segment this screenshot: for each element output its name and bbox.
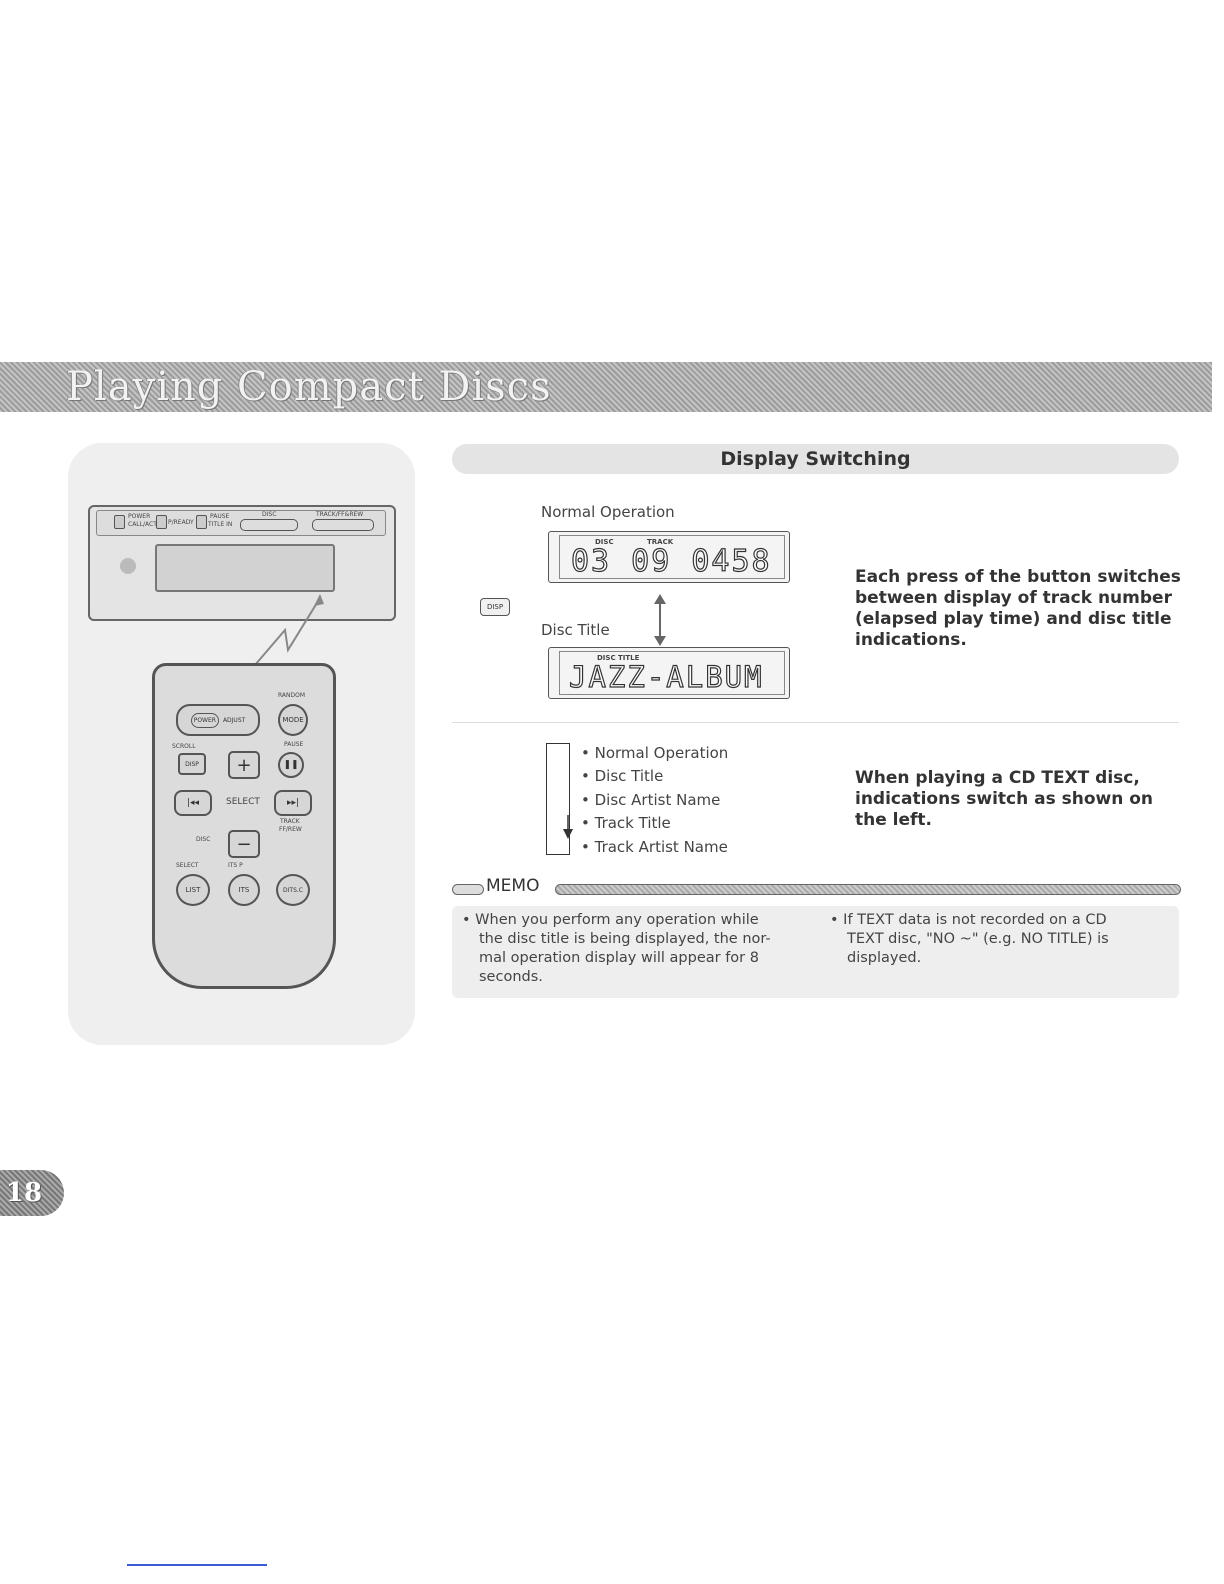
prev-track-button: |◂◂ <box>174 790 212 816</box>
next-track-button: ▸▸| <box>274 790 312 816</box>
minus-button: − <box>228 830 260 858</box>
ffrew-label: FF/REW <box>279 826 302 833</box>
description-line: (elapsed play time) and disc title <box>855 609 1172 629</box>
its-button: ITS <box>228 874 260 906</box>
head-unit-button <box>156 515 167 529</box>
memo-title: MEMO <box>486 876 540 896</box>
description-line: the left. <box>855 810 933 830</box>
lcd-disc-label: DISC <box>595 538 614 546</box>
dits-button: DITS.C <box>276 874 310 906</box>
memo-line: TEXT disc, "NO ~" (e.g. NO TITLE) is <box>847 931 1109 947</box>
select-label: SELECT <box>226 797 260 807</box>
memo-box <box>452 906 1179 998</box>
scroll-label: SCROLL <box>172 743 196 750</box>
disc-logo-icon <box>120 558 136 574</box>
disc-label-remote: DISC <box>196 836 211 843</box>
section-header-bar <box>452 444 1179 474</box>
power-label: POWER <box>190 712 219 728</box>
power-adjust-button: POWER ADJUST <box>176 704 260 736</box>
memo-pill-icon <box>452 884 484 895</box>
title-banner <box>0 362 1212 412</box>
description-1: Each press of the button switches betwee… <box>855 567 1181 651</box>
down-arrow-icon <box>563 815 573 839</box>
pause-button: ❚❚ <box>278 752 304 778</box>
cycle-item: • Track Title <box>581 814 671 833</box>
normal-operation-label: Normal Operation <box>541 503 675 521</box>
head-unit-screen <box>155 544 335 592</box>
bidirectional-arrow-icon <box>654 594 666 646</box>
mode-button: MODE <box>278 704 308 736</box>
head-unit-button <box>196 515 207 529</box>
lcd-frame <box>559 651 785 695</box>
memo-line: the disc title is being displayed, the n… <box>479 931 771 947</box>
memo-bar <box>555 884 1181 895</box>
lcd-disc-title-text: JAZZ-ALBUM <box>568 659 764 694</box>
description-line: indications switch as shown on <box>855 789 1154 809</box>
cycle-item: • Track Artist Name <box>581 837 728 856</box>
mode-label: MODE <box>282 716 304 724</box>
disp-button: DISP <box>480 598 510 616</box>
head-unit-button <box>114 515 125 529</box>
pause-label: PAUSE <box>284 741 304 748</box>
cycle-item: • Normal Operation <box>581 744 729 762</box>
cycle-bracket <box>546 743 570 855</box>
list-label: LIST <box>185 886 201 894</box>
memo-line: mal operation display will appear for 8 <box>479 950 759 966</box>
signal-arrow-icon <box>254 594 324 666</box>
lcd-disc-title-display: DISC TITLE JAZZ-ALBUM <box>548 647 790 699</box>
memo-left: • When you perform any operation while t… <box>462 911 822 987</box>
memo-line: • If TEXT data is not recorded on a CD <box>830 912 1107 928</box>
its-label: ITS <box>238 886 250 894</box>
head-unit-label: DISC <box>262 511 277 518</box>
cycle-list: • Normal Operation • Disc Title • Disc A… <box>581 742 728 859</box>
plus-button: + <box>228 751 260 779</box>
lcd-disc-title-label: DISC TITLE <box>597 654 640 662</box>
lcd-normal-display: DISC TRACK 03 09 0458 <box>548 531 790 583</box>
lcd-normal-text: 03 09 0458 <box>570 543 772 579</box>
track-rocker <box>312 519 374 531</box>
head-unit-label: PAUSE <box>210 513 230 520</box>
description-line: Each press of the button switches <box>855 567 1181 587</box>
disp-button-remote: DISP <box>178 753 206 775</box>
head-unit-label: P/READY <box>168 519 194 526</box>
disc-title-label: Disc Title <box>541 621 610 639</box>
track-label: TRACK <box>280 818 300 825</box>
its-top-label: ITS P <box>228 862 243 869</box>
page-title: Playing Compact Discs <box>66 364 552 410</box>
ditsc-label: DITS.C <box>283 886 303 894</box>
pause-icon: ❚❚ <box>283 760 299 770</box>
page-number: 18 <box>5 1178 43 1208</box>
next-icon: ▸▸| <box>286 798 300 808</box>
link-underline <box>127 1564 267 1566</box>
head-unit-label: TRACK/FF&REW <box>316 511 364 518</box>
description-line: between display of track number <box>855 588 1172 608</box>
disc-rocker <box>240 519 298 531</box>
disp-label: DISP <box>185 760 199 768</box>
head-unit-label: CALL/ACT <box>128 521 157 528</box>
memo-line: seconds. <box>479 969 543 985</box>
random-label: RANDOM <box>278 692 306 699</box>
description-line: When playing a CD TEXT disc, <box>855 768 1140 788</box>
memo-line: • When you perform any operation while <box>462 912 759 928</box>
description-2: When playing a CD TEXT disc, indications… <box>855 768 1153 831</box>
page-number-badge <box>0 1170 64 1216</box>
adjust-label: ADJUST <box>222 716 246 724</box>
prev-icon: |◂◂ <box>186 798 200 808</box>
head-unit-label: TITLE IN <box>208 521 233 528</box>
section-title: Display Switching <box>720 448 911 470</box>
lcd-track-label: TRACK <box>647 538 674 546</box>
cycle-item: • Disc Artist Name <box>581 790 721 809</box>
list-button: LIST <box>176 874 210 906</box>
select-top-label: SELECT <box>176 862 199 869</box>
memo-right: • If TEXT data is not recorded on a CD T… <box>830 911 1170 968</box>
lcd-frame <box>559 535 785 579</box>
description-line: indications. <box>855 630 967 650</box>
head-unit-label: POWER <box>128 513 151 520</box>
cycle-item: • Disc Title <box>581 767 664 786</box>
memo-line: displayed. <box>847 950 922 966</box>
section-divider <box>452 722 1179 723</box>
